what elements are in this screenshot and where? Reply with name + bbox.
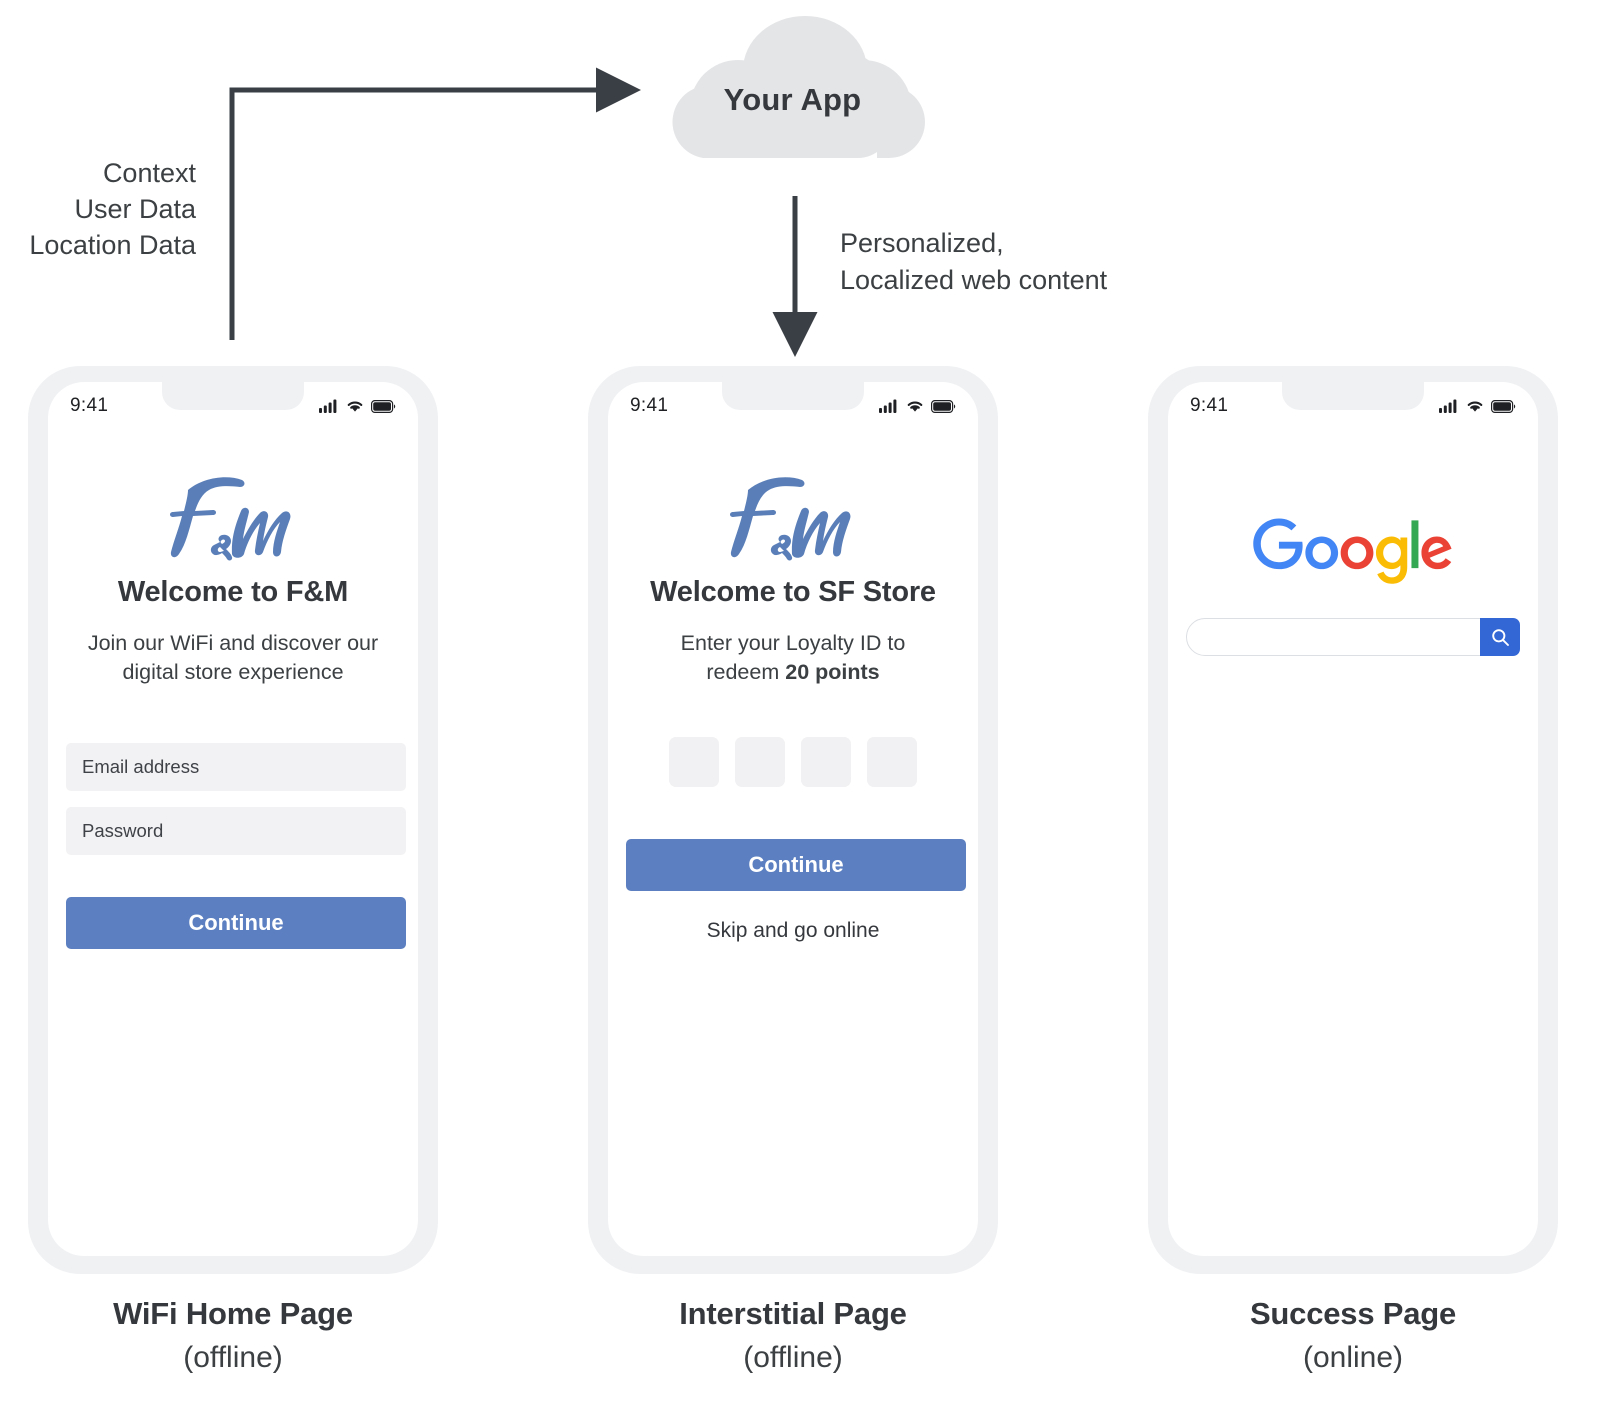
screen-title: Welcome to SF Store bbox=[650, 576, 936, 608]
caption-subtitle: (offline) bbox=[183, 1341, 283, 1374]
subtitle-line-2-prefix: redeem bbox=[706, 660, 786, 684]
context-line-3: Location Data bbox=[29, 230, 196, 260]
screen-body-interstitial: Welcome to SF Store Enter your Loyalty I… bbox=[608, 430, 978, 1256]
personalized-line-1: Personalized, bbox=[840, 228, 1004, 258]
status-time: 9:41 bbox=[70, 395, 109, 416]
caption-title: Interstitial Page bbox=[679, 1296, 907, 1331]
status-icons bbox=[1439, 399, 1516, 413]
password-field[interactable]: Password bbox=[66, 807, 406, 855]
screen-subtitle: Enter your Loyalty ID to redeem 20 point… bbox=[626, 629, 960, 687]
status-icons bbox=[319, 399, 396, 413]
phone-success-page: 9:41 bbox=[1148, 366, 1558, 1274]
caption-interstitial-page: Interstitial Page (offline) bbox=[588, 1296, 998, 1375]
otp-box-3[interactable] bbox=[801, 737, 851, 787]
continue-button[interactable]: Continue bbox=[66, 897, 406, 949]
cellular-signal-icon bbox=[319, 399, 337, 413]
battery-icon bbox=[1491, 399, 1516, 413]
google-search-row bbox=[1186, 618, 1520, 656]
loyalty-id-input-group bbox=[626, 737, 960, 787]
otp-box-1[interactable] bbox=[669, 737, 719, 787]
screen-body-success bbox=[1168, 430, 1538, 1256]
screen-body-wifi: Welcome to F&M Join our WiFi and discove… bbox=[48, 430, 418, 1256]
status-bar: 9:41 bbox=[608, 382, 978, 430]
search-button[interactable] bbox=[1480, 618, 1520, 656]
points-value: 20 points bbox=[785, 660, 880, 684]
subtitle-line-1: Enter your Loyalty ID to bbox=[680, 631, 906, 655]
phone-notch bbox=[1282, 382, 1424, 410]
cellular-signal-icon bbox=[879, 399, 897, 413]
cloud-label: Your App bbox=[723, 82, 862, 117]
caption-success-page: Success Page (online) bbox=[1148, 1296, 1558, 1375]
context-line-2: User Data bbox=[74, 194, 196, 224]
personalized-content-label: Personalized, Localized web content bbox=[840, 225, 1260, 299]
phone-notch bbox=[722, 382, 864, 410]
your-app-cloud-node: Your App bbox=[655, 8, 930, 158]
wifi-icon bbox=[1467, 401, 1483, 412]
search-icon bbox=[1491, 628, 1509, 646]
context-data-label: Context User Data Location Data bbox=[0, 155, 196, 263]
caption-title: WiFi Home Page bbox=[113, 1296, 353, 1331]
phone-notch bbox=[162, 382, 304, 410]
status-bar: 9:41 bbox=[1168, 382, 1538, 430]
continue-button[interactable]: Continue bbox=[626, 839, 966, 891]
battery-icon bbox=[931, 399, 956, 413]
otp-box-4[interactable] bbox=[867, 737, 917, 787]
cloud-icon bbox=[672, 16, 925, 158]
cellular-signal-icon bbox=[1439, 399, 1457, 413]
status-time: 9:41 bbox=[1190, 395, 1229, 416]
wifi-icon bbox=[347, 401, 363, 412]
caption-subtitle: (online) bbox=[1302, 1341, 1404, 1374]
screen-subtitle: Join our WiFi and discover our digital s… bbox=[87, 631, 379, 684]
wifi-icon bbox=[907, 401, 923, 412]
phone-interstitial-page: 9:41 bbox=[588, 366, 998, 1274]
context-line-1: Context bbox=[102, 158, 196, 188]
battery-icon bbox=[371, 399, 396, 413]
status-bar: 9:41 bbox=[48, 382, 418, 430]
fm-logo bbox=[730, 477, 851, 561]
status-icons bbox=[879, 399, 956, 413]
google-logo bbox=[1253, 518, 1452, 584]
status-time: 9:41 bbox=[630, 395, 669, 416]
email-field[interactable]: Email address bbox=[66, 743, 406, 791]
phone-screen-success: 9:41 bbox=[1168, 382, 1538, 1256]
personalized-line-2: Localized web content bbox=[840, 265, 1108, 295]
phone-screen-wifi: 9:41 bbox=[48, 382, 418, 1256]
fm-logo bbox=[170, 477, 291, 561]
screen-title: Welcome to F&M bbox=[117, 576, 349, 608]
otp-box-2[interactable] bbox=[735, 737, 785, 787]
caption-title: Success Page bbox=[1249, 1296, 1457, 1331]
caption-wifi-home-page: WiFi Home Page (offline) bbox=[28, 1296, 438, 1375]
caption-subtitle: (offline) bbox=[743, 1341, 843, 1374]
search-input[interactable] bbox=[1186, 618, 1520, 656]
skip-and-go-online-link[interactable]: Skip and go online bbox=[706, 919, 880, 942]
phone-wifi-home-page: 9:41 bbox=[28, 366, 438, 1274]
phone-screen-interstitial: 9:41 bbox=[608, 382, 978, 1256]
